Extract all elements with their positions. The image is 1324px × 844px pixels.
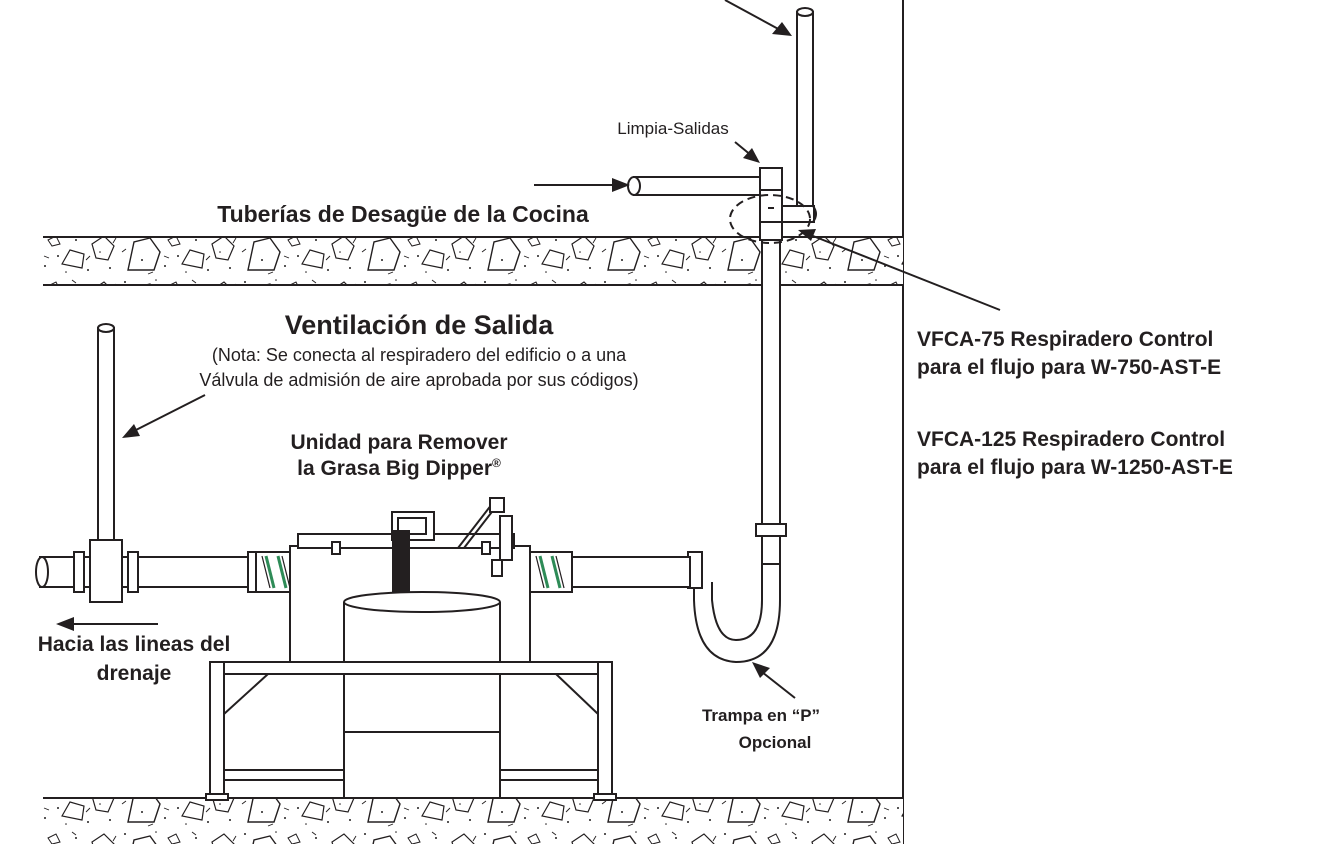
ptrap-label-line-2: Opcional xyxy=(739,733,812,752)
vfca-leader-line xyxy=(807,233,1001,311)
vfca125-label-line-1: VFCA-125 Respiradero Control xyxy=(917,428,1225,451)
cleanout-label: Limpia-Salidas xyxy=(617,119,729,138)
ptrap-arrowhead xyxy=(752,662,770,678)
to-drain-label-line-1: Hacia las lineas del xyxy=(38,633,231,656)
cleanout-stack xyxy=(755,167,787,565)
vfca-leader-arrowhead xyxy=(798,229,816,241)
outlet-pipe xyxy=(529,551,691,593)
outlet-vent-note-line-2: Válvula de admisión de aire aprobada por… xyxy=(199,370,638,390)
vent-arrowhead xyxy=(772,22,792,36)
vent-arrow xyxy=(724,0,783,32)
support-stand xyxy=(205,661,617,801)
ptrap-arrow xyxy=(761,671,796,699)
to-drain-label-line-2: drenaje xyxy=(97,662,172,685)
kitchen-drain-arrowhead xyxy=(612,178,630,192)
unit-label-line-1: Unidad para Remover xyxy=(290,431,507,454)
ptrap-label-line-1: Trampa en “P” xyxy=(702,706,820,725)
vfca-dashed-circle xyxy=(729,194,811,244)
drain-line-pipe xyxy=(35,539,297,603)
to-drain-arrowhead xyxy=(56,617,74,631)
kitchen-drains-label: Tuberías de Desagüe de la Cocina xyxy=(217,201,589,227)
vfca125-label-line-2: para el flujo para W-1250-AST-E xyxy=(917,456,1233,479)
unit-label-line-2: la Grasa Big Dipper® xyxy=(297,456,501,480)
collection-drum xyxy=(343,591,501,799)
outlet-vent-title: Ventilación de Salida xyxy=(285,310,555,340)
unit-label-registered-mark: ® xyxy=(492,456,501,470)
kitchen-drain-inlet-pipe xyxy=(627,176,761,196)
building-vent-pipe xyxy=(781,7,817,223)
vfca75-label-line-1: VFCA-75 Respiradero Control xyxy=(917,328,1213,351)
outlet-vent-arrow xyxy=(131,394,206,433)
outlet-vent-note-line-1: (Nota: Se conecta al respiradero del edi… xyxy=(212,345,627,365)
cleanout-arrowhead xyxy=(743,148,760,163)
p-trap xyxy=(687,551,781,664)
outlet-vent-arrowhead xyxy=(122,424,140,438)
vfca75-label-line-2: para el flujo para W-750-AST-E xyxy=(917,356,1221,379)
unit-label-name: la Grasa Big Dipper xyxy=(297,457,492,480)
outlet-vent-pipe xyxy=(97,323,115,541)
lower-floor-slab xyxy=(43,797,903,844)
upper-floor-slab xyxy=(43,236,903,286)
